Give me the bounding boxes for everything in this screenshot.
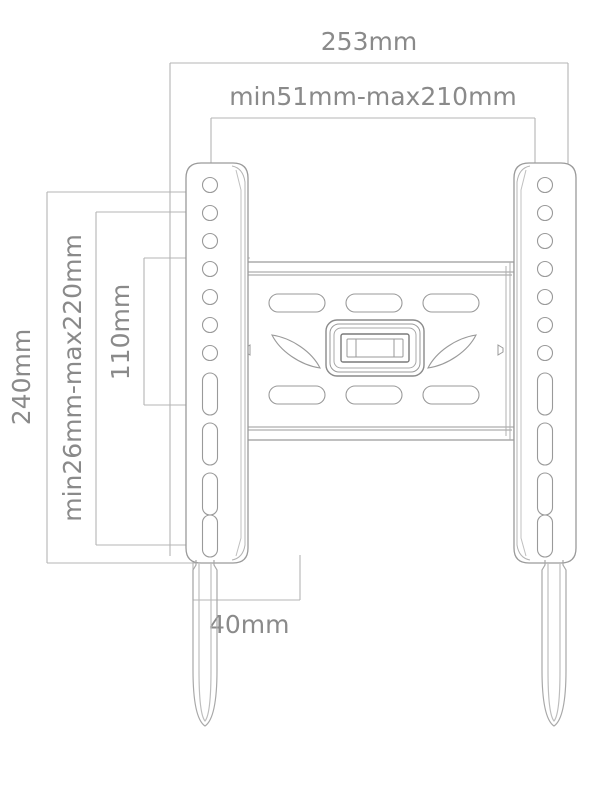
plate-bottom-slots [268, 385, 480, 405]
label-height-range: min26mm-max220mm [58, 234, 87, 522]
right-hole-5 [536, 288, 554, 306]
center-plate-bottom-flange [234, 426, 514, 441]
center-plate-right-edge [505, 262, 511, 440]
left-slot-4 [201, 514, 219, 558]
left-rail-bevel [231, 165, 246, 561]
left-hole-3 [201, 232, 219, 250]
left-rail-bevel-2 [235, 169, 242, 557]
label-240mm: 240mm [7, 329, 36, 425]
right-hole-4 [536, 260, 554, 278]
plate-top-slots [268, 293, 480, 313]
right-hole-1 [536, 176, 554, 194]
left-hole-1 [201, 176, 219, 194]
left-hole-2 [201, 204, 219, 222]
right-hole-7 [536, 344, 554, 362]
right-slot-4 [536, 514, 554, 558]
center-boss-window-dividers [355, 339, 395, 357]
plate-slot-bottom-3 [422, 385, 480, 405]
plate-slot-top-1 [268, 293, 326, 313]
left-hole-5 [201, 288, 219, 306]
left-slot-3 [201, 472, 219, 516]
right-rail-bevel-2 [520, 169, 527, 557]
right-rail-body [513, 162, 577, 564]
right-vertical-rail [513, 162, 577, 564]
right-hole-3 [536, 232, 554, 250]
pull-cords [192, 560, 567, 727]
right-rail-bevel [516, 165, 531, 561]
center-boss [325, 319, 425, 377]
center-plate-top-flange [234, 261, 514, 276]
left-rail-body [185, 162, 249, 564]
right-hole-2 [536, 204, 554, 222]
plate-slot-top-3 [422, 293, 480, 313]
label-40mm: 40mm [209, 610, 290, 639]
pull-cord-right [541, 560, 567, 727]
left-hole-4 [201, 260, 219, 278]
label-253mm: 253mm [321, 27, 417, 56]
left-vertical-rail [185, 162, 249, 564]
left-hole-7 [201, 344, 219, 362]
center-plate [233, 261, 515, 441]
center-plate-right-tab [497, 344, 504, 356]
label-width-range: min51mm-max210mm [229, 82, 517, 111]
left-slot-2 [201, 422, 219, 466]
right-slot-2 [536, 422, 554, 466]
leaf-cutout-left [271, 334, 321, 369]
right-slot-1 [536, 372, 554, 416]
plate-slot-bottom-2 [345, 385, 403, 405]
dimension-labels: 253mm min51mm-max210mm 240mm min26mm-max… [7, 27, 517, 639]
center-boss-window-inner [346, 338, 404, 358]
left-slot-1 [201, 372, 219, 416]
label-110mm: 110mm [106, 284, 135, 380]
right-hole-6 [536, 316, 554, 334]
leaf-cutout-right [427, 334, 477, 369]
plate-slot-bottom-1 [268, 385, 326, 405]
right-slot-3 [536, 472, 554, 516]
pull-cord-left [192, 560, 218, 727]
plate-slot-top-2 [345, 293, 403, 313]
left-hole-6 [201, 316, 219, 334]
